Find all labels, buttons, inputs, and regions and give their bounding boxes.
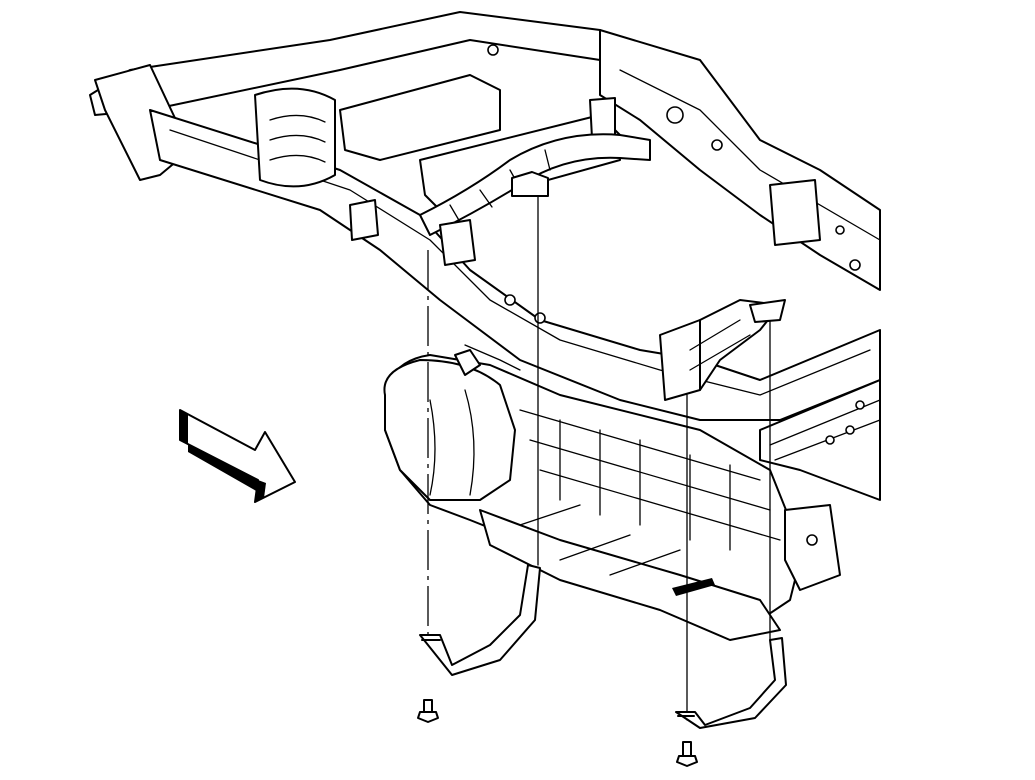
left-tank-strap [417, 564, 541, 723]
strap-alignment-lines [427, 171, 786, 721]
exhaust-pipe [419, 133, 651, 266]
arrow-right-down-icon [179, 409, 296, 503]
fuel-tank [383, 344, 841, 641]
vehicle-frame [89, 11, 881, 421]
right-tank-strap [675, 637, 787, 767]
rear-frame-rail [759, 379, 881, 501]
